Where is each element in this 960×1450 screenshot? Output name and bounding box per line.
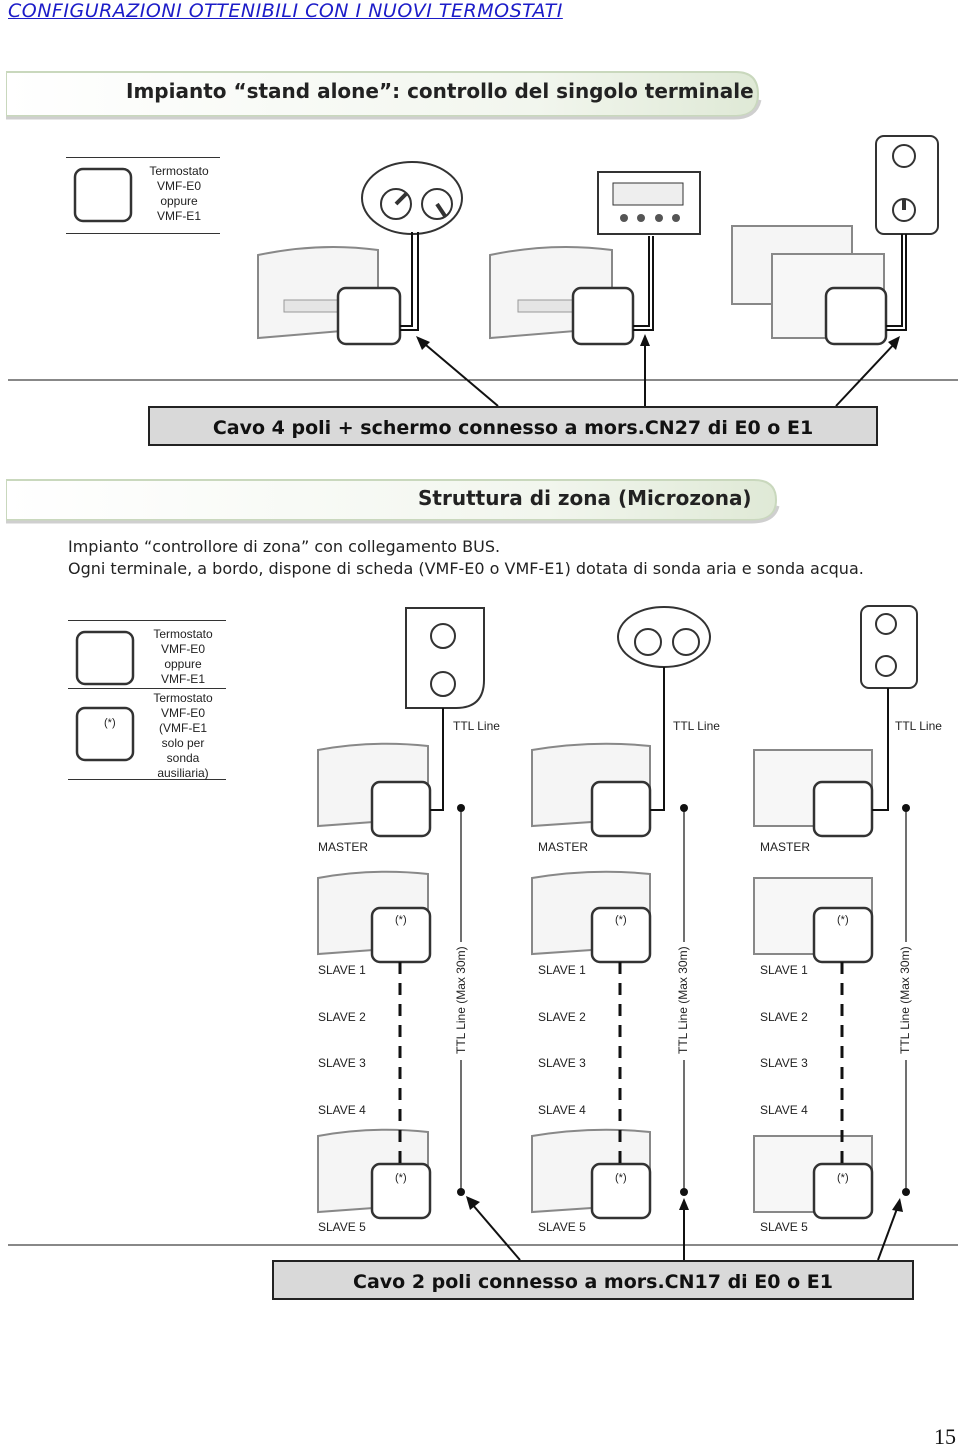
master-unit-icon: [753, 749, 874, 838]
panel-controller-icon: [860, 605, 918, 689]
thermostat-icon: [73, 167, 133, 223]
slave-unit-icon: [317, 1128, 432, 1220]
ttl-line-max-label: TTL Line (Max 30m): [898, 946, 912, 1054]
dial-controller-icon: [361, 161, 463, 235]
page-number: 15: [934, 1424, 956, 1449]
legend-line: VMF-E0: [160, 706, 205, 720]
asterisk-mark: (*): [615, 914, 627, 926]
legend-line: VMF-E1: [156, 209, 201, 223]
auxiliary-thermostat-icon: [75, 706, 135, 762]
legend-line: ausiliaria): [157, 766, 209, 780]
legend-divider: [68, 688, 226, 689]
master-label: MASTER: [318, 840, 369, 854]
slave-label: SLAVE 3: [760, 1056, 808, 1070]
cable-label-4-poles: Cavo 4 poli + schermo connesso a mors.CN…: [148, 406, 878, 446]
ttl-line-label: TTL Line: [673, 719, 720, 733]
slave-label: SLAVE 4: [318, 1103, 366, 1117]
legend-line: VMF-E1: [160, 672, 205, 686]
slave-unit-icon: [753, 877, 874, 964]
section2-banner: Struttura di zona (Microzona): [6, 478, 786, 524]
legend-thermostats: Termostato VMF-E0 oppure VMF-E1 (*) Term…: [68, 620, 226, 780]
legend-line: solo per: [161, 736, 205, 750]
asterisk-mark: (*): [104, 717, 116, 729]
master-label: MASTER: [760, 840, 811, 854]
section2-banner-text: Struttura di zona (Microzona): [418, 486, 752, 510]
legend-line: VMF-E0: [156, 179, 201, 193]
legend-line: (VMF-E1: [159, 721, 207, 735]
legend-line: oppure: [160, 194, 198, 208]
slave-label: SLAVE 3: [318, 1056, 366, 1070]
legend-line: VMF-E0: [160, 642, 205, 656]
slave-label: SLAVE 2: [760, 1010, 808, 1024]
slave-label: SLAVE 5: [538, 1220, 586, 1234]
master-unit-icon: [531, 742, 652, 838]
fancoil-unit-icon: [257, 245, 402, 346]
slave-label: SLAVE 3: [538, 1056, 586, 1070]
asterisk-mark: (*): [395, 1172, 407, 1184]
ttl-line-max-label: TTL Line (Max 30m): [454, 946, 468, 1054]
intro-line: Impianto “controllore di zona” con colle…: [68, 537, 501, 556]
panel-controller-icon: [405, 607, 485, 709]
slave-label: SLAVE 1: [538, 963, 586, 977]
master-unit-icon: [317, 742, 432, 838]
fancoil-unit-icon: [489, 245, 635, 346]
asterisk-mark: (*): [395, 914, 407, 926]
section1-banner-text: Impianto “stand alone”: controllo del si…: [126, 79, 754, 103]
legend-line: Termostato: [153, 691, 213, 705]
asterisk-mark: (*): [837, 1172, 849, 1184]
slave-unit-icon: [317, 870, 432, 964]
master-label: MASTER: [538, 840, 589, 854]
slave-label: SLAVE 1: [760, 963, 808, 977]
slave-unit-icon: [531, 1128, 652, 1220]
cable-label-2-poles: Cavo 2 poli connesso a mors.CN17 di E0 o…: [272, 1260, 914, 1300]
asterisk-mark: (*): [837, 914, 849, 926]
thermostat-icon: [75, 630, 135, 686]
section1-banner: Impianto “stand alone”: controllo del si…: [6, 70, 762, 120]
section2-diagram: [8, 605, 958, 1261]
section2-intro: Impianto “controllore di zona” con colle…: [68, 536, 864, 580]
slave-label: SLAVE 4: [760, 1103, 808, 1117]
slave-label: SLAVE 5: [760, 1220, 808, 1234]
ttl-line-label: TTL Line: [895, 719, 942, 733]
page-header-title: CONFIGURAZIONI OTTENIBILI CON I NUOVI TE…: [8, 0, 563, 22]
slave-unit-icon: [753, 1135, 874, 1220]
asterisk-mark: (*): [615, 1172, 627, 1184]
slave-label: SLAVE 2: [318, 1010, 366, 1024]
legend-line: sonda: [166, 751, 200, 765]
panel-controller-icon: [875, 135, 939, 235]
dial-controller-icon: [617, 606, 711, 668]
legend-line: Termostato: [153, 627, 213, 641]
legend-line: oppure: [164, 657, 202, 671]
ttl-line-label: TTL Line: [453, 719, 500, 733]
fancoil-unit-icon: [731, 225, 888, 346]
slave-label: SLAVE 5: [318, 1220, 366, 1234]
legend-line: Termostato: [149, 164, 209, 178]
slave-label: SLAVE 4: [538, 1103, 586, 1117]
slave-label: SLAVE 1: [318, 963, 366, 977]
slave-label: SLAVE 2: [538, 1010, 586, 1024]
legend-thermostat: Termostato VMF-E0 oppure VMF-E1: [66, 157, 220, 234]
slave-unit-icon: [531, 870, 652, 964]
section1-diagram: [8, 135, 958, 407]
digital-controller-icon: [597, 171, 701, 235]
intro-line: Ogni terminale, a bordo, dispone di sche…: [68, 559, 864, 578]
ttl-line-max-label: TTL Line (Max 30m): [676, 946, 690, 1054]
